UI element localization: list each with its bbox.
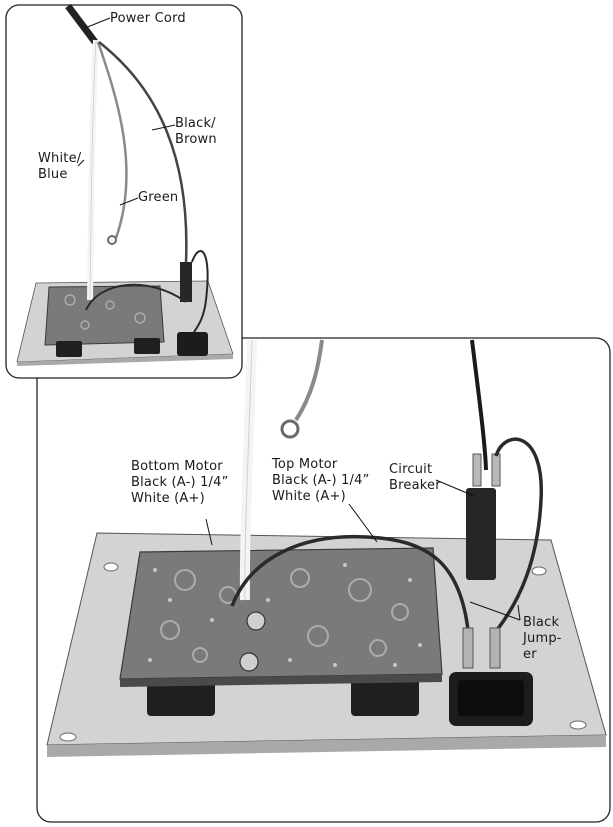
label-circuit-breaker: Circuit Breaker — [389, 462, 441, 493]
connection-dot-lower — [239, 652, 259, 672]
circuit-board — [119, 547, 443, 680]
circuit-breaker — [466, 488, 496, 580]
bottom-terminal-right — [351, 676, 419, 716]
label-top-motor: Top Motor Black (A-) 1/4” White (A+) — [272, 457, 370, 504]
connection-dot-upper — [246, 611, 266, 631]
label-green: Green — [138, 190, 179, 205]
label-black-jumper: Black Jump- er — [523, 615, 562, 662]
label-white-blue: White/ Blue — [38, 151, 82, 182]
main-photo-panel — [36, 337, 611, 823]
label-black-brown: Black/ Brown — [175, 116, 217, 147]
inset-photo-panel — [5, 3, 243, 379]
label-bottom-motor: Bottom Motor Black (A-) 1/4” White (A+) — [131, 459, 229, 506]
label-power-cord: Power Cord — [110, 11, 186, 26]
